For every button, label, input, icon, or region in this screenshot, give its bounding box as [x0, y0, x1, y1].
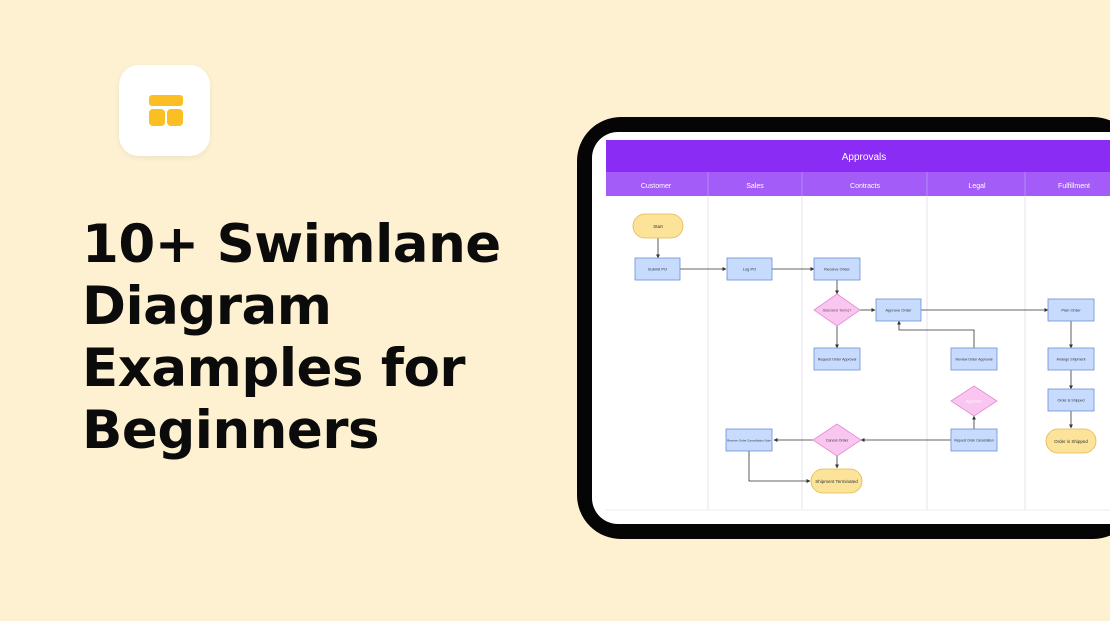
lane-header-customer: Customer [641, 183, 672, 190]
node-log-po [726, 257, 773, 281]
connectors [656, 238, 1073, 483]
node-receive-order [813, 257, 861, 281]
node-submit-po-label: Submit PO [648, 267, 667, 272]
diagram-title-bar [606, 140, 1110, 172]
node-legal-decision [950, 385, 998, 417]
node-receive-order-label: Receive Order [824, 267, 850, 272]
swimlane-diagram: Approvals Customer Sales Contracts Legal… [606, 140, 1110, 511]
node-standard-terms-decision [813, 293, 861, 327]
lane-header-separators [707, 172, 1026, 196]
node-order-shipped-end [1045, 428, 1097, 454]
node-plan-order-label: Plan Order [1061, 308, 1081, 313]
node-shipment-terminated [810, 468, 863, 494]
node-approve-order-label: Approve Order [885, 308, 912, 313]
node-start-label: Start [653, 224, 663, 229]
node-log-po-label: Log PO [743, 267, 757, 272]
node-review-order-approval-label: Review Order Approval [956, 358, 993, 362]
node-approve-order [875, 298, 922, 322]
node-start [632, 213, 684, 239]
node-cancel-order-label: Cancel Order [826, 439, 849, 443]
app-logo-tile [119, 65, 210, 156]
lane-header-contracts: Contracts [850, 183, 880, 190]
lane-header-sales: Sales [746, 183, 764, 190]
layout-blocks-icon [149, 95, 183, 126]
lane-separators [707, 172, 1026, 510]
headline-line-3: Examples for [82, 338, 466, 399]
node-submit-po [634, 257, 681, 281]
node-request-order-approval-label: Request Order Approval [818, 358, 857, 362]
node-plan-order [1047, 298, 1095, 322]
node-standard-terms-label: Standard Terms? [823, 309, 852, 313]
node-request-order-approval [813, 347, 861, 371]
headline-line-1: 10+ Swimlane [82, 214, 501, 275]
node-order-is-shipped [1047, 388, 1095, 412]
node-legal-decision-label: Approve? [966, 400, 982, 404]
node-receive-cancellation [725, 428, 773, 452]
node-arrange-shipment [1047, 347, 1095, 371]
node-order-shipped-end-label: Order is Shipped [1054, 439, 1088, 444]
node-shipment-terminated-label: Shipment Terminated [815, 479, 858, 484]
node-arrange-shipment-label: Arrange Shipment [1057, 358, 1086, 362]
headline-line-4: Beginners [82, 400, 380, 461]
node-cancel-order-decision [812, 423, 862, 457]
node-order-is-shipped-label: Order is Shipped [1058, 399, 1085, 403]
page-headline: 10+ Swimlane Diagram Examples for Beginn… [82, 214, 552, 462]
headline-line-2: Diagram [82, 276, 332, 337]
tablet-screen: Approvals Customer Sales Contracts Legal… [592, 132, 1110, 524]
lane-header-fulfillment: Fulfillment [1058, 183, 1090, 190]
node-receive-cancellation-label: Receive Order Cancellation Note [727, 439, 771, 443]
diagram-title: Approvals [842, 152, 886, 163]
node-review-order-approval [950, 347, 998, 371]
lane-header-bar [606, 172, 1110, 196]
lane-header-legal: Legal [968, 183, 986, 190]
node-request-cancellation [950, 428, 998, 452]
node-request-cancellation-label: Request Order Cancellation [954, 439, 994, 443]
